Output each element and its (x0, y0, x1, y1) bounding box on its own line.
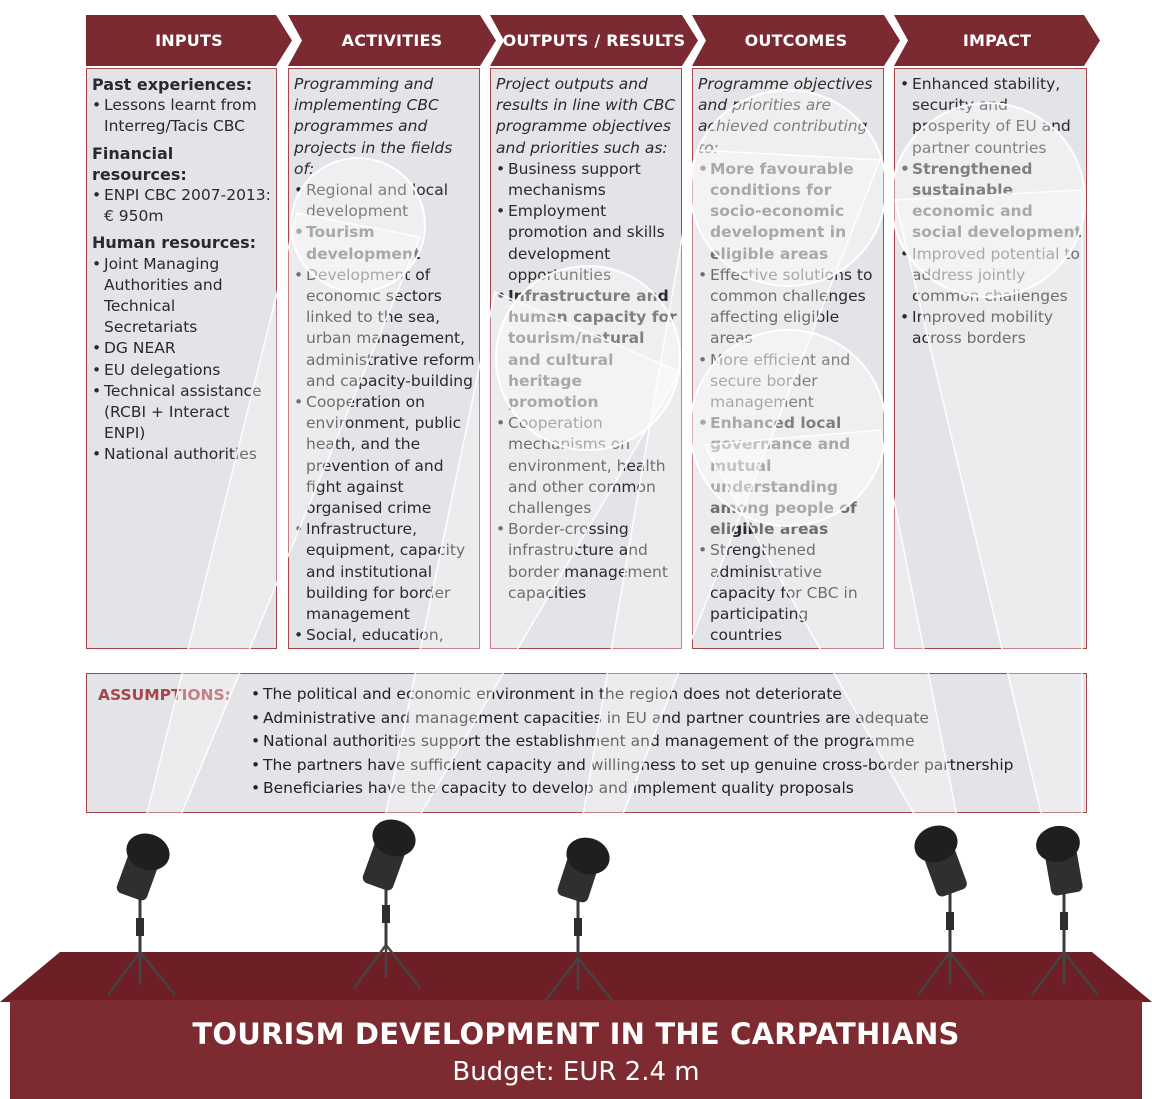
list-item: ENPI CBC 2007-2013: € 950m (92, 185, 272, 227)
list-item: Cooperation on environment, public heath… (294, 392, 475, 519)
list-item: Beneficiaries have the capacity to devel… (251, 777, 1014, 801)
list-item: Employment promotion and skills developm… (496, 201, 677, 286)
list-item: Business support mechanisms (496, 159, 677, 201)
list-item-highlight: Enhanced local governance and mutual und… (698, 413, 879, 540)
stage-platform (10, 1000, 1142, 1099)
activities-list: Regional and local development Tourism d… (294, 180, 475, 648)
past-experiences-list: Lessons learnt from Interreg/Tacis CBC (92, 95, 272, 137)
header-outputs: OUTPUTS / RESULTS (490, 15, 698, 66)
list-item-highlight: Strengthened sustainable economic and so… (900, 159, 1082, 244)
assumptions-box: ASSUMPTIONS: The political and economic … (86, 673, 1087, 813)
list-item: Border-crossing infrastructure and borde… (496, 519, 677, 604)
list-item-highlight: Infrastructure and human capacity for to… (496, 286, 677, 413)
list-item: Improved potential to address jointly co… (900, 244, 1082, 308)
list-item: Social, education, culture, media and ci… (294, 625, 475, 648)
activities-column: Programming and implementing CBC program… (288, 68, 480, 649)
list-item-highlight: Tourism development (294, 222, 475, 264)
list-item: Effective solutions to common challenges… (698, 265, 879, 350)
financial-resources-list: ENPI CBC 2007-2013: € 950m (92, 185, 272, 227)
header-activities: ACTIVITIES (288, 15, 496, 66)
outputs-intro: Project outputs and results in line with… (496, 75, 676, 157)
outcomes-column: Programme objectives and priorities are … (692, 68, 884, 649)
outputs-column: Project outputs and results in line with… (490, 68, 682, 649)
list-item: Regional and local development (294, 180, 475, 222)
stage-budget: Budget: EUR 2.4 m (452, 1057, 700, 1087)
impact-column: Enhanced stability, security and prosper… (894, 68, 1087, 649)
list-item: Enhanced stability, security and prosper… (900, 74, 1082, 159)
outcomes-list: More favourable conditions for socio-eco… (698, 159, 879, 647)
inputs-column: Past experiences: Lessons learnt from In… (86, 68, 277, 649)
list-item: National authorities support the establi… (251, 730, 1014, 754)
stage-title: TOURISM DEVELOPMENT IN THE CARPATHIANS (192, 1017, 960, 1051)
outputs-list: Business support mechanisms Employment p… (496, 159, 677, 604)
activities-intro: Programming and implementing CBC program… (294, 75, 453, 178)
list-item: The partners have sufficient capacity an… (251, 754, 1014, 778)
list-item: Lessons learnt from Interreg/Tacis CBC (92, 95, 272, 137)
list-item: Cooperation mechanisms on environment, h… (496, 413, 677, 519)
list-item: Development of economic sectors linked t… (294, 265, 475, 392)
header-impact: IMPACT (894, 15, 1100, 66)
list-item: The political and economic environment i… (251, 683, 1014, 707)
assumptions-list: The political and economic environment i… (251, 683, 1014, 801)
list-item: Infrastructure, equipment, capacity and … (294, 519, 475, 625)
past-experiences-heading: Past experiences: (92, 75, 253, 94)
list-item: Improved mobility across borders (900, 307, 1082, 349)
list-item: EU delegations (92, 360, 272, 381)
list-item: DG NEAR (92, 338, 272, 359)
list-item: Administrative and management capacities… (251, 707, 1014, 731)
header-outcomes: OUTCOMES (692, 15, 900, 66)
human-resources-heading: Human resources: (92, 233, 257, 253)
impact-list: Enhanced stability, security and prosper… (900, 74, 1082, 350)
list-item: Joint Managing Authorities and Technical… (92, 254, 272, 339)
header-inputs: INPUTS (86, 15, 292, 66)
list-item: Technical assistance (RCBI + Interact EN… (92, 381, 272, 445)
assumptions-label: ASSUMPTIONS: (98, 686, 231, 704)
financial-resources-heading: Financial resources: (92, 143, 187, 184)
outcomes-intro: Programme objectives and priorities are … (698, 75, 873, 157)
list-item: National authorities (92, 444, 272, 465)
list-item: More efficient and secure border managem… (698, 350, 879, 414)
list-item-highlight: More favourable conditions for socio-eco… (698, 159, 879, 265)
list-item: Strengthened administrative capacity for… (698, 540, 879, 646)
human-resources-list: Joint Managing Authorities and Technical… (92, 254, 272, 466)
stage-platform-top (0, 952, 1152, 1002)
